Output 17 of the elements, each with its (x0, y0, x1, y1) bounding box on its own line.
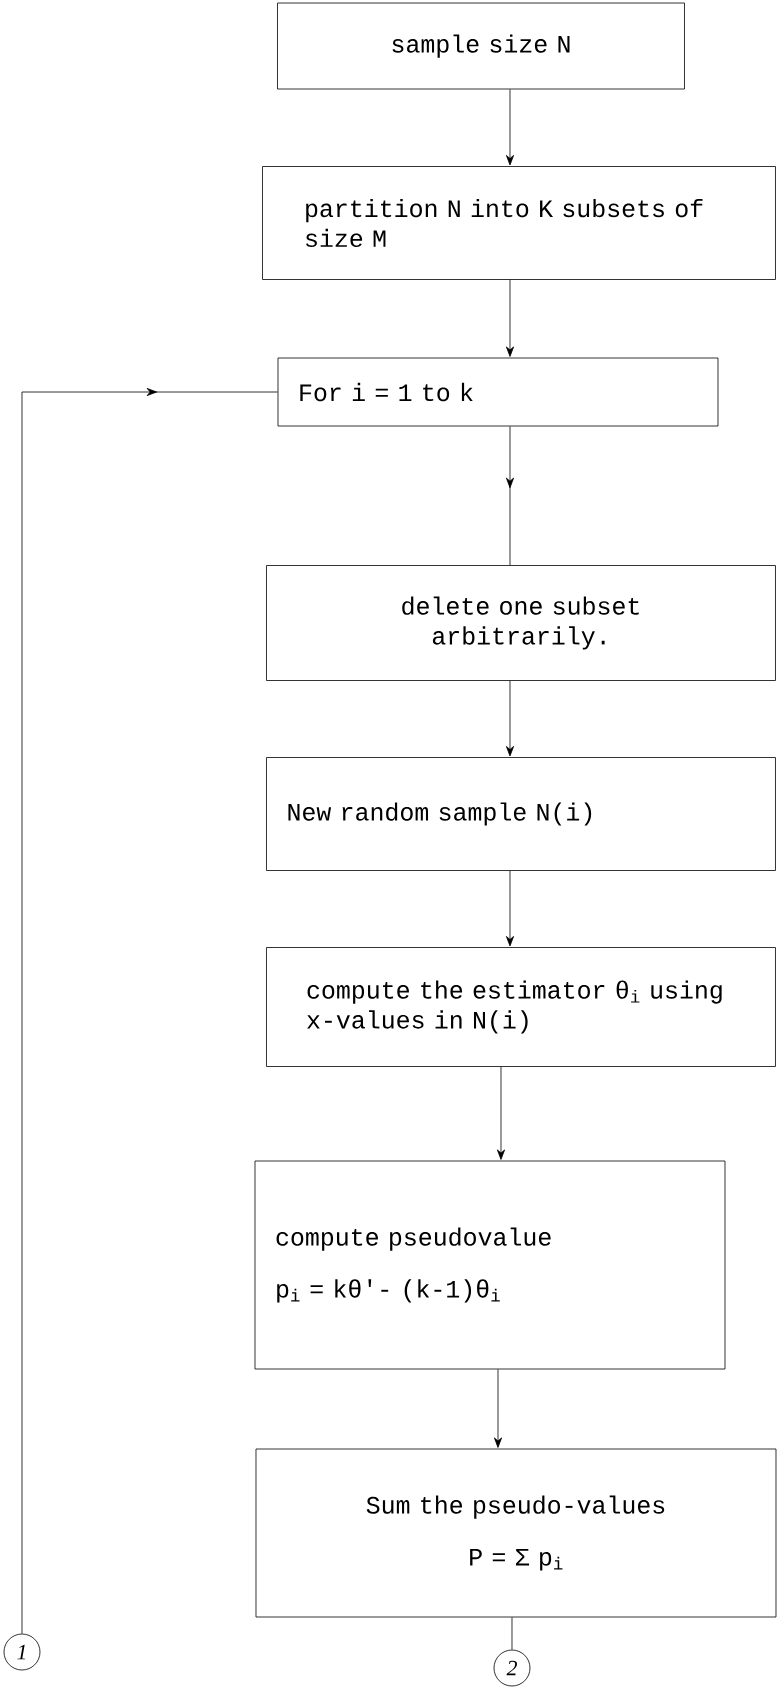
process-box: Sum the pseudo-values P = Σ p$_{i}$ (255, 1448, 777, 1618)
arrow (497, 1066, 505, 1160)
line (511, 1617, 513, 1650)
arrow (506, 680, 514, 757)
process-box: New random sample N(i) (266, 757, 776, 871)
arrow (21, 388, 278, 1634)
arrow (506, 426, 514, 566)
arrow (506, 870, 514, 947)
process-box: partition N into K subsets of size M (262, 166, 776, 280)
process-box: For i = 1 to k (277, 357, 719, 427)
process-box: delete one subset arbitrarily. (266, 565, 776, 681)
process-box: compute the estimator θ$_{i}$ using x-values in N(i) (266, 947, 776, 1067)
process-box: sample size N (277, 2, 685, 90)
arrow (494, 1369, 502, 1448)
process-box: compute pseudovalue p$_{i}$ = kθ'- (k-1)θ$_{i}$ (254, 1160, 726, 1370)
arrow (506, 279, 514, 357)
arrow (506, 89, 514, 166)
